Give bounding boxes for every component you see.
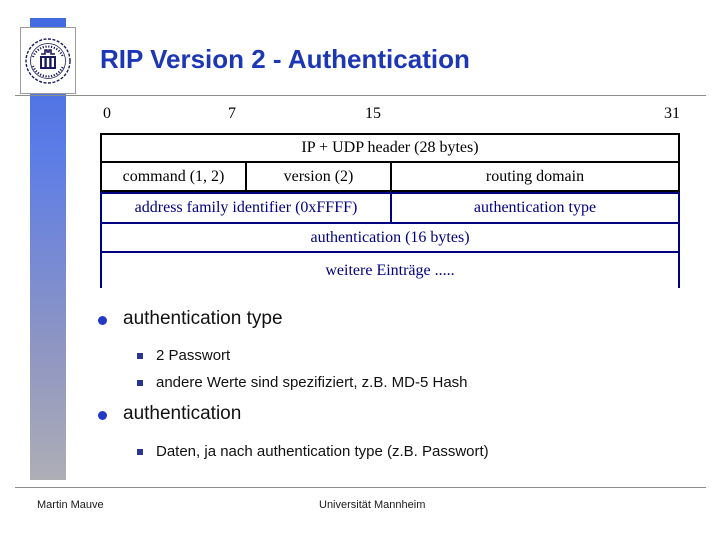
- bullet-label: authentication type: [123, 308, 283, 329]
- bullet-circle-icon: [98, 316, 107, 325]
- subbullet-andere-werte: andere Werte sind spezifiziert, z.B. MD-…: [137, 374, 468, 391]
- diagram-row-afi-authtype: address family identifier (0xFFFF) authe…: [100, 192, 680, 224]
- diagram-row-command-version-domain: command (1, 2) version (2) routing domai…: [100, 161, 680, 192]
- bullet-circle-icon: [98, 411, 107, 420]
- diagram-cell-routing-domain: routing domain: [390, 163, 678, 190]
- bit-label-31: 31: [664, 105, 680, 122]
- footer-institution: Universität Mannheim: [319, 499, 426, 511]
- bullet-square-icon: [137, 353, 143, 359]
- diagram-row-authentication: authentication (16 bytes): [100, 222, 680, 253]
- diagram-row-ip-udp-header: IP + UDP header (28 bytes): [100, 133, 680, 163]
- subbullet-label: Daten, ja nach authentication type (z.B.…: [156, 443, 489, 460]
- diagram-cell-authentication-type: authentication type: [390, 194, 678, 222]
- bit-label-7: 7: [228, 105, 236, 122]
- bullet-authentication: authentication: [98, 403, 241, 425]
- diagram-row-weitere-eintraege: weitere Einträge .....: [100, 253, 680, 288]
- diagram-cell-command: command (1, 2): [122, 167, 225, 185]
- packet-format-diagram: IP + UDP header (28 bytes) command (1, 2…: [100, 133, 680, 288]
- university-seal-logo: [20, 27, 76, 94]
- subbullet-daten: Daten, ja nach authentication type (z.B.…: [137, 443, 489, 460]
- subbullet-label: andere Werte sind spezifiziert, z.B. MD-…: [156, 374, 468, 391]
- diagram-cell-address-family-identifier: address family identifier (0xFFFF): [134, 199, 358, 216]
- bullet-authentication-type: authentication type: [98, 308, 283, 330]
- subbullet-passwort: 2 Passwort: [137, 347, 230, 364]
- slide-title: RIP Version 2 - Authentication: [100, 44, 470, 74]
- header-divider-line: [15, 95, 706, 96]
- footer-divider-line: [15, 487, 706, 488]
- diagram-cell-version: version (2): [245, 163, 390, 190]
- bullet-square-icon: [137, 380, 143, 386]
- bit-label-0: 0: [103, 105, 111, 122]
- university-seal-icon: [25, 37, 71, 84]
- subbullet-label: 2 Passwort: [156, 347, 231, 364]
- bullet-square-icon: [137, 449, 143, 455]
- footer-author: Martin Mauve: [37, 499, 104, 511]
- bit-label-15: 15: [365, 105, 381, 122]
- bullet-label: authentication: [123, 403, 242, 424]
